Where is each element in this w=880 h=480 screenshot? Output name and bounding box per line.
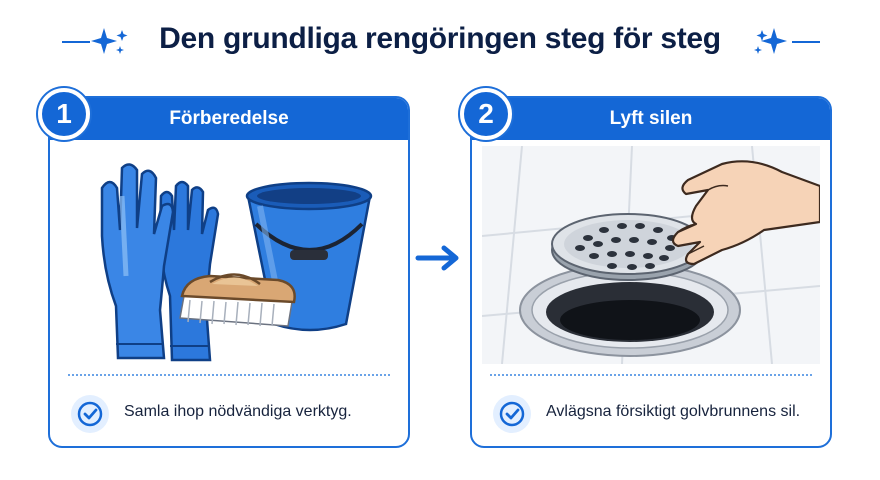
step-card-lift-strainer: Lyft silen [470, 96, 832, 448]
check-circle-icon [493, 395, 531, 433]
strainer-icon [551, 213, 705, 281]
check-circle-icon [71, 395, 109, 433]
card-header [472, 98, 830, 140]
hand-icon [671, 160, 820, 266]
step-note-text: Avlägsna försiktigt golvbrunnens sil. [546, 403, 801, 420]
header: Den grundliga rengöringen steg för steg [0, 14, 880, 62]
floor-drain-icon [519, 263, 741, 357]
step-note: Avlägsna försiktigt golvbrunnens sil. [486, 392, 816, 436]
card-title: Förberedelse [169, 108, 289, 129]
sparkle-icon [754, 28, 820, 54]
drain-strainer-illustration [482, 146, 820, 364]
page-title: Den grundliga rengöringen steg för steg [159, 22, 721, 55]
step-number-badge: 2 [460, 88, 512, 140]
card-header [50, 98, 408, 140]
sparkle-icon [62, 28, 128, 54]
card-title: Lyft silen [609, 108, 693, 129]
scrub-brush-icon [179, 273, 296, 327]
divider [490, 374, 812, 376]
glove-icon [100, 163, 175, 360]
step-note: Samla ihop nödvändiga verktyg. [64, 392, 394, 436]
arrow-right-icon [415, 245, 459, 271]
step-number-badge: 1 [38, 88, 90, 140]
step-card-preparation: Förberedelse [48, 96, 410, 448]
cleaning-tools-illustration [100, 163, 373, 362]
step-note-text: Samla ihop nödvändiga verktyg. [124, 403, 352, 420]
divider [68, 374, 390, 376]
